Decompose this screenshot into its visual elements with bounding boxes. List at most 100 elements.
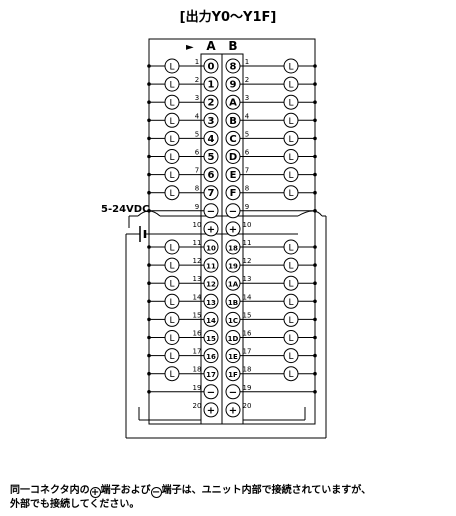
pin-number-right: 6 (245, 149, 250, 157)
junction-dot (313, 281, 317, 286)
junction-dot (147, 154, 151, 159)
terminal-a (203, 366, 219, 382)
junction-dot (313, 299, 317, 304)
pin-number-left: 4 (195, 112, 200, 120)
terminal-a (203, 330, 219, 345)
load-symbol-right-label: L (288, 99, 293, 109)
pin-number-right: 5 (245, 130, 249, 138)
terminal-b-label: F (230, 188, 237, 199)
terminal-b (225, 366, 241, 382)
terminal-b (225, 221, 241, 237)
plus-terminal-symbol: + (89, 487, 101, 498)
terminal-b (225, 239, 241, 255)
junction-dot (147, 353, 151, 358)
pin-number-left: 8 (195, 185, 199, 193)
terminal-a-label: 2 (208, 98, 215, 109)
pin-number-left: 14 (193, 293, 202, 301)
pin-number-left: 12 (193, 257, 202, 265)
junction-dot (313, 136, 317, 141)
terminal-a-label: 11 (206, 263, 216, 271)
junction-dot (147, 82, 151, 86)
pin-number-right: 14 (243, 293, 252, 301)
pin-number-right: 18 (243, 366, 252, 374)
load-symbol-right-label: L (288, 117, 293, 127)
terminal-b (225, 185, 241, 201)
pin-number-right: 7 (245, 167, 249, 175)
terminal-b (225, 348, 241, 364)
load-symbol-right (283, 293, 299, 309)
load-symbol-left (164, 112, 180, 128)
junction-dot (313, 209, 317, 213)
junction-dot (147, 245, 151, 249)
load-symbol-left (164, 366, 180, 382)
terminal-a (203, 402, 219, 418)
terminal-b (225, 58, 241, 74)
pin-number-left: 7 (195, 167, 199, 175)
load-symbol-left (164, 239, 180, 255)
terminal-a (203, 311, 219, 327)
load-symbol-right-label: L (288, 334, 293, 344)
junction-dot (313, 371, 317, 376)
terminal-a (203, 257, 219, 273)
junction-dot (313, 154, 317, 159)
terminal-a (203, 167, 219, 183)
pin-number-right: 16 (243, 330, 252, 338)
load-symbol-left-label: L (169, 99, 174, 109)
load-symbol-right-label: L (288, 63, 293, 73)
junction-dot (147, 263, 151, 267)
load-symbol-right (283, 239, 299, 255)
terminal-b-label: B (229, 116, 237, 127)
pin-number-right: 15 (243, 311, 252, 319)
terminal-a (203, 221, 219, 237)
terminal-a (203, 293, 219, 309)
junction-dot (147, 390, 151, 394)
pin-number-left: 15 (193, 311, 202, 319)
pin-number-right: 9 (245, 203, 249, 211)
terminal-b (225, 275, 241, 291)
terminal-b (225, 203, 241, 219)
load-symbol-left (164, 275, 180, 291)
terminal-b-label: 1E (228, 353, 238, 361)
junction-dot (147, 317, 151, 322)
junction-dot (147, 335, 151, 340)
load-symbol-right (283, 112, 299, 128)
load-symbol-right (283, 94, 299, 110)
note-text-part3: 端子は、ユニット内部で接続されていますが、 (161, 485, 372, 496)
terminal-b-label: 1C (228, 317, 238, 325)
terminal-a-label: − (207, 206, 215, 217)
terminal-a (203, 112, 219, 128)
terminal-b (225, 402, 241, 418)
diagram-title: [出力Y0～Y1F] (179, 10, 277, 25)
junction-dot (147, 64, 151, 68)
load-symbol-right-label: L (288, 244, 293, 254)
terminal-a (203, 58, 219, 74)
load-symbol-left-label: L (169, 81, 174, 91)
pin-number-right: 8 (245, 185, 249, 193)
header-col-a: A (206, 39, 216, 53)
terminal-b-label: + (229, 224, 237, 235)
load-symbol-left-label: L (169, 244, 174, 254)
terminal-b-label: 18 (228, 245, 238, 253)
load-symbol-right-label: L (288, 153, 293, 163)
terminal-b (225, 167, 241, 183)
junction-dot (147, 118, 151, 123)
terminal-b-label: E (230, 170, 237, 181)
load-symbol-left (164, 58, 180, 74)
junction-dot (313, 118, 317, 123)
junction-dot (313, 64, 317, 68)
load-symbol-left (164, 149, 180, 164)
pin-number-right: 19 (243, 384, 252, 392)
junction-dot (147, 299, 151, 304)
load-symbol-right (283, 167, 299, 183)
pin-number-left: 20 (193, 402, 202, 410)
load-symbol-left-label: L (169, 280, 174, 290)
load-symbol-right (283, 348, 299, 364)
terminal-a-label: 17 (206, 371, 216, 379)
pin-number-left: 3 (195, 94, 199, 102)
pin-number-right: 17 (243, 348, 252, 356)
minus-terminal-symbol: − (150, 487, 162, 498)
load-symbol-right (283, 149, 299, 164)
pin-number-left: 1 (195, 58, 199, 66)
load-symbol-left-label: L (169, 189, 174, 199)
note-text-line2: 外部でも接続してください。 (10, 499, 140, 510)
